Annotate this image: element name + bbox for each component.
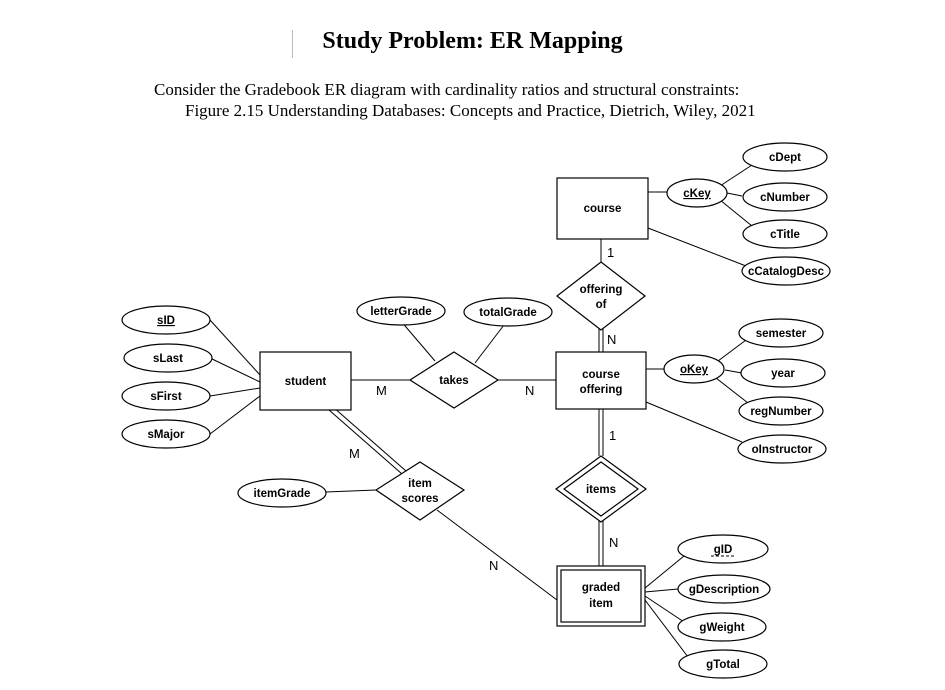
attribute-sID-key: sID (121, 305, 211, 335)
svg-text:regNumber: regNumber (750, 406, 812, 418)
attribute-cNumber: cNumber (742, 182, 828, 212)
attribute-oInstructor: oInstructor (737, 434, 827, 464)
svg-text:gTotal: gTotal (706, 659, 740, 671)
entity-student: student (259, 351, 352, 411)
attribute-gID-partial-key: gID (677, 534, 769, 564)
card-offeringof-courseoffering: N (607, 332, 616, 347)
card-course-offeringof: 1 (607, 245, 614, 260)
svg-text:sMajor: sMajor (147, 429, 185, 441)
attribute-gDescription: gDescription (677, 574, 771, 604)
title-divider (292, 30, 293, 58)
svg-text:item: item (589, 598, 613, 610)
attribute-oKey-key: oKey (663, 354, 725, 384)
attribute-totalGrade: totalGrade (463, 297, 553, 327)
svg-text:totalGrade: totalGrade (479, 307, 537, 319)
attribute-cCatalogDesc: cCatalogDesc (741, 256, 831, 286)
svg-text:semester: semester (756, 328, 807, 340)
relationship-item-scores: item scores (374, 461, 466, 521)
svg-text:year: year (771, 368, 795, 380)
svg-text:item: item (408, 478, 432, 490)
svg-text:gWeight: gWeight (699, 622, 744, 634)
svg-text:course: course (584, 203, 622, 215)
entity-course-offering: course offering (555, 351, 647, 410)
svg-text:student: student (285, 376, 327, 388)
intro-text-line-1: Consider the Gradebook ER diagram with c… (154, 80, 740, 99)
connector-lines (209, 164, 753, 658)
svg-text:graded: graded (582, 582, 620, 594)
entity-course: course (556, 177, 649, 240)
svg-text:gID: gID (714, 544, 733, 556)
svg-text:cKey: cKey (683, 188, 711, 200)
attribute-cTitle: cTitle (742, 219, 828, 249)
svg-text:sFirst: sFirst (150, 391, 181, 403)
svg-text:items: items (586, 484, 616, 496)
svg-text:gDescription: gDescription (689, 584, 759, 596)
svg-text:oKey: oKey (680, 364, 709, 376)
svg-text:cCatalogDesc: cCatalogDesc (748, 266, 825, 278)
svg-text:course: course (582, 369, 620, 381)
card-takes-courseoffering: N (525, 383, 534, 398)
attribute-sMajor: sMajor (121, 419, 211, 449)
attribute-sLast: sLast (123, 343, 213, 373)
attribute-cDept: cDept (742, 142, 828, 172)
attribute-sFirst: sFirst (121, 381, 211, 411)
svg-text:offering: offering (580, 384, 623, 396)
svg-text:oInstructor: oInstructor (752, 444, 813, 456)
svg-text:sID: sID (157, 315, 175, 327)
svg-text:takes: takes (439, 375, 468, 387)
svg-text:offering: offering (580, 284, 623, 296)
attribute-semester: semester (738, 318, 824, 348)
attribute-gTotal: gTotal (678, 649, 768, 679)
attribute-regNumber: regNumber (738, 396, 824, 426)
card-courseoffering-items: 1 (609, 428, 616, 443)
svg-text:of: of (596, 299, 607, 311)
card-items-gradeditem: N (609, 535, 618, 550)
attribute-cKey-key: cKey (666, 178, 728, 208)
svg-text:scores: scores (401, 493, 438, 505)
attribute-itemGrade: itemGrade (237, 478, 327, 508)
intro-text-line-2: Figure 2.15 Understanding Databases: Con… (185, 101, 756, 120)
relationship-offering-of: offering of (556, 261, 646, 331)
attribute-gWeight: gWeight (677, 612, 767, 642)
card-student-takes: M (376, 383, 387, 398)
svg-text:cDept: cDept (769, 152, 801, 164)
svg-text:letterGrade: letterGrade (370, 306, 431, 318)
card-itemscores-gradeditem: N (489, 558, 498, 573)
identifying-relationship-items: items (554, 455, 648, 523)
card-student-itemscores: M (349, 446, 360, 461)
svg-text:sLast: sLast (153, 353, 183, 365)
relationship-takes: takes (408, 351, 500, 409)
svg-text:cTitle: cTitle (770, 229, 800, 241)
attribute-year: year (740, 358, 826, 388)
svg-text:itemGrade: itemGrade (254, 488, 311, 500)
attribute-letterGrade: letterGrade (356, 296, 446, 326)
slide-title: Study Problem: ER Mapping (322, 28, 623, 54)
weak-entity-graded-item: graded item (556, 565, 646, 627)
svg-text:cNumber: cNumber (760, 192, 810, 204)
cardinality-labels: 1 N M N 1 N M N (349, 245, 618, 573)
